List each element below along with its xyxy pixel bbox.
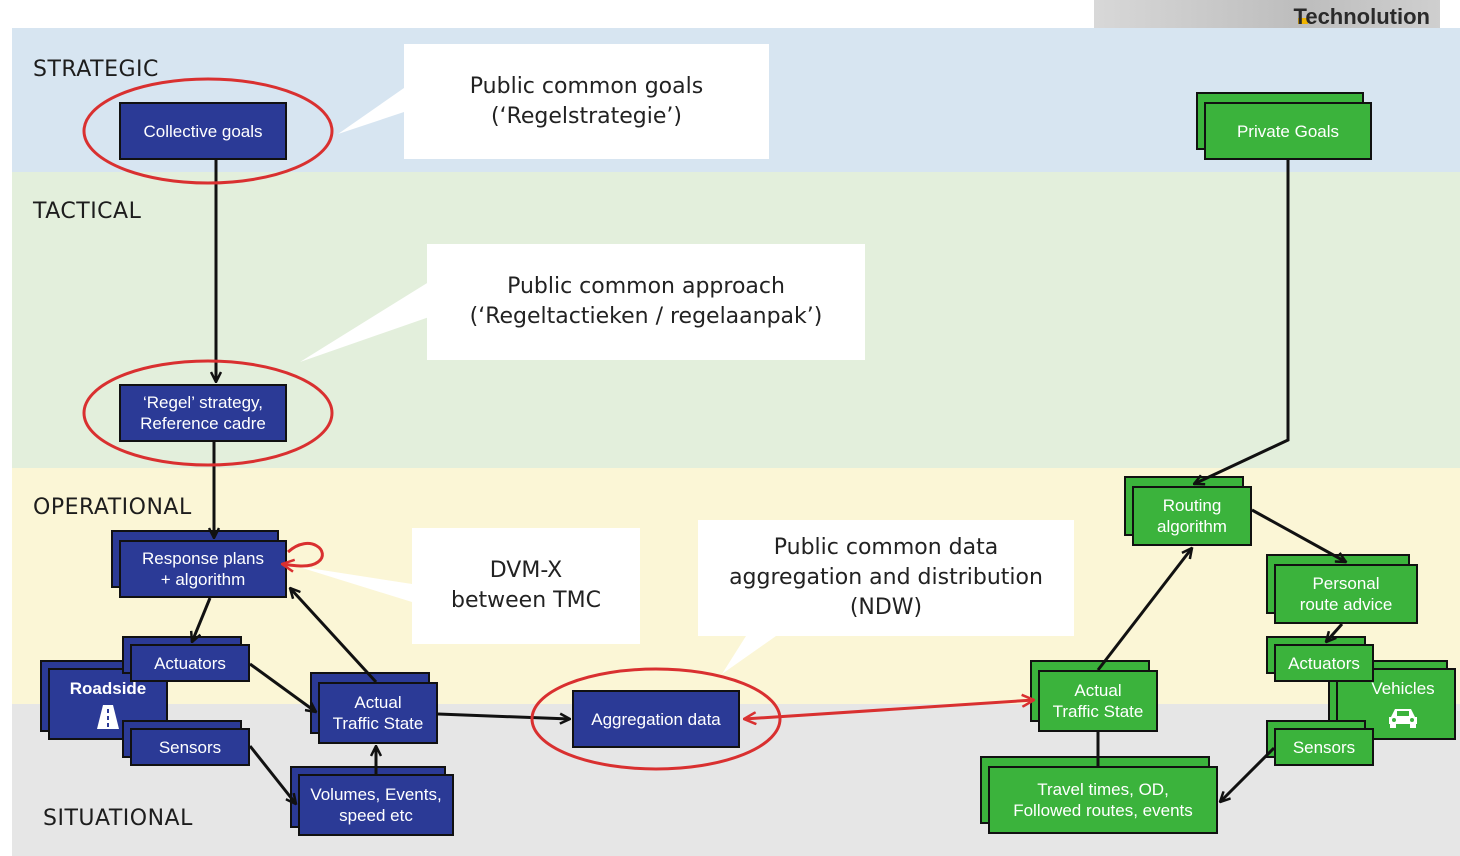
node-actual-traffic-state: Actual Traffic State: [318, 682, 438, 744]
node-collective-goals-label: Collective goals: [143, 121, 263, 141]
node-volumes-line1: Volumes, Events,: [310, 785, 442, 804]
callout-public-common-approach: Public common approach (‘Regeltactieken …: [427, 244, 865, 360]
node-private-sensors: Sensors: [1274, 728, 1374, 766]
callout-goals-line2: (‘Regelstrategie’): [491, 103, 682, 129]
self-loop-response-plans: [282, 541, 324, 566]
arrow-sensors-to-volumes: [248, 745, 296, 804]
node-aggregation-data: Aggregation data: [572, 690, 740, 748]
callout-approach-line1: Public common approach: [507, 274, 785, 299]
node-aggregation-data-label: Aggregation data: [591, 709, 721, 729]
callout-dvm-line1: DVM-X: [489, 558, 563, 583]
node-actual-traffic-state-line2: Traffic State: [332, 714, 424, 733]
node-personal-route-advice: Personal route advice: [1274, 564, 1418, 624]
node-actuators-label: Actuators: [154, 653, 226, 673]
node-volumes: Volumes, Events, speed etc: [298, 774, 454, 836]
arrow-sensors-to-traveltimes: [1220, 746, 1276, 802]
motorway-icon: [97, 705, 119, 729]
node-response-plans-line1: Response plans: [142, 549, 264, 568]
arrow-private-goals-to-routing: [1194, 160, 1290, 484]
node-vehicles-label: Vehicles: [1371, 679, 1435, 698]
node-regel-strategy: ‘Regel’ strategy, Reference cadre: [119, 384, 287, 442]
node-personal-route-advice-line2: route advice: [1299, 595, 1393, 614]
node-actual-traffic-state-line1: Actual: [354, 693, 402, 712]
arrow-routing-to-advice: [1251, 508, 1346, 562]
node-private-actuators-label: Actuators: [1288, 653, 1360, 673]
node-regel-strategy-line1: ‘Regel’ strategy,: [143, 393, 263, 412]
arrow-advice-to-actuators: [1326, 623, 1344, 642]
node-routing-algorithm: Routing algorithm: [1132, 486, 1252, 546]
node-private-actuators: Actuators: [1274, 644, 1374, 682]
node-personal-route-advice-line1: Personal: [1312, 574, 1380, 593]
arrow-state-to-aggregation: [437, 712, 570, 719]
arrow-state-to-routing: [1096, 548, 1192, 671]
node-travel-times-line2: Followed routes, events: [1013, 801, 1193, 820]
node-travel-times: Travel times, OD, Followed routes, event…: [988, 766, 1218, 834]
node-travel-times-line1: Travel times, OD,: [1037, 780, 1169, 799]
node-private-actual-traffic-state-line2: Traffic State: [1052, 702, 1144, 721]
node-volumes-line2: speed etc: [339, 806, 413, 825]
node-routing-algorithm-line1: Routing: [1162, 496, 1222, 515]
logo-text: Technolution: [1293, 4, 1430, 28]
highlight-collective-goals: [82, 77, 334, 185]
layer-label-tactical: TACTICAL: [33, 199, 142, 224]
node-roadside-label: Roadside: [69, 679, 147, 698]
node-routing-algorithm-line2: algorithm: [1157, 517, 1227, 536]
callout-ndw: Public common data aggregation and distr…: [698, 520, 1074, 636]
callout-dvm-x: DVM-X between TMC: [412, 528, 640, 644]
node-actuators: Actuators: [130, 644, 250, 682]
node-response-plans-line2: + algorithm: [160, 570, 246, 589]
arrow-aggregation-exchange: [744, 700, 1034, 719]
node-private-actual-traffic-state-line1: Actual: [1074, 681, 1122, 700]
technolution-logo: Technolution: [1094, 0, 1440, 28]
callout-approach-line2: (‘Regeltactieken / regelaanpak’): [469, 304, 823, 329]
callout-ndw-line1: Public common data: [773, 535, 999, 560]
layer-label-strategic: STRATEGIC: [33, 57, 159, 82]
node-private-goals-label: Private Goals: [1236, 121, 1340, 141]
arrow-state-to-response: [290, 588, 378, 684]
node-private-actual-traffic-state: Actual Traffic State: [1038, 670, 1158, 732]
node-sensors-label: Sensors: [158, 737, 222, 757]
highlight-regel-strategy: [82, 359, 334, 467]
node-private-goals: Private Goals: [1204, 102, 1372, 160]
layer-label-operational: OPERATIONAL: [33, 495, 192, 520]
arrow-response-to-actuators: [192, 597, 212, 642]
node-collective-goals: Collective goals: [119, 102, 287, 160]
node-private-sensors-label: Sensors: [1292, 737, 1356, 757]
callout-public-common-goals: Public common goals (‘Regelstrategie’): [404, 44, 769, 159]
callout-goals-line1: Public common goals: [469, 73, 704, 99]
callout-ndw-line2: aggregation and distribution: [729, 565, 1043, 590]
arrow-actuators-to-state: [249, 662, 316, 712]
callout-dvm-line2: between TMC: [451, 588, 601, 613]
layer-label-situational: SITUATIONAL: [43, 806, 193, 831]
callout-ndw-line3: (NDW): [849, 595, 923, 620]
node-regel-strategy-line2: Reference cadre: [140, 414, 266, 433]
node-sensors: Sensors: [130, 728, 250, 766]
car-icon: [1389, 709, 1417, 728]
